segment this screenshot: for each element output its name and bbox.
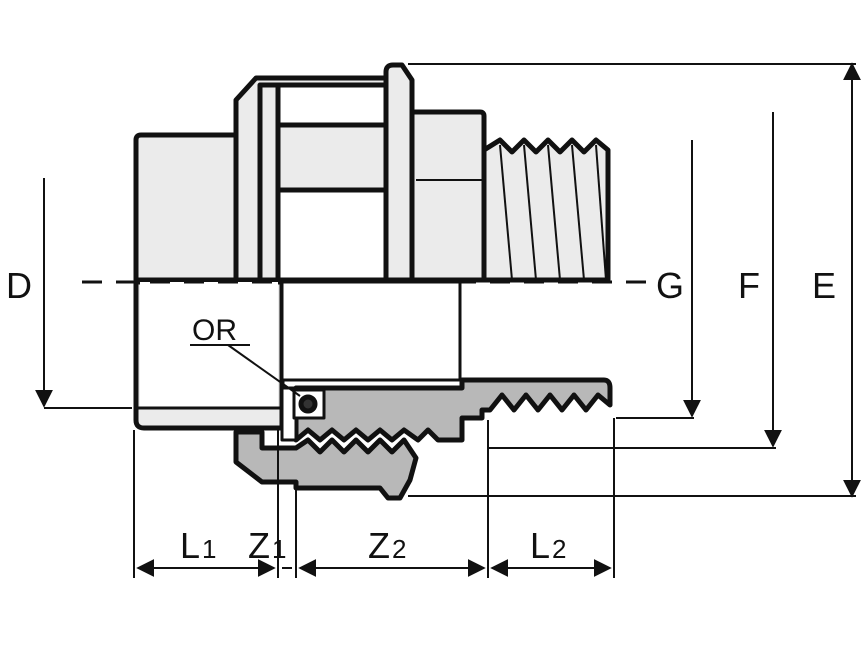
- socket-body: [133, 132, 239, 283]
- flange-collar: [383, 62, 415, 283]
- threaded-end: [481, 137, 611, 283]
- union-nut-detail-2: [275, 187, 389, 283]
- label-F: F: [738, 265, 760, 306]
- label-L2: L2: [530, 525, 567, 566]
- shoulder-ring: [409, 109, 487, 283]
- label-D: D: [6, 265, 32, 306]
- label-OR: OR: [192, 314, 237, 347]
- label-E: E: [812, 265, 836, 306]
- oring-circle: [298, 394, 318, 414]
- fitting-exterior-view: [133, 62, 611, 283]
- male-section: [293, 377, 613, 443]
- spigot-tail: [280, 280, 462, 382]
- fitting-section-view: [133, 279, 613, 501]
- nut-section: [233, 429, 419, 501]
- thread-lines: [416, 144, 607, 281]
- union-nut-rib: [257, 82, 281, 283]
- label-Z1: Z1: [248, 525, 286, 566]
- union-nut-detail: [275, 82, 389, 128]
- label-G: G: [656, 265, 684, 306]
- dimension-lines: [35, 62, 861, 578]
- label-Z2: Z2: [368, 525, 406, 566]
- label-L1: L1: [180, 525, 217, 566]
